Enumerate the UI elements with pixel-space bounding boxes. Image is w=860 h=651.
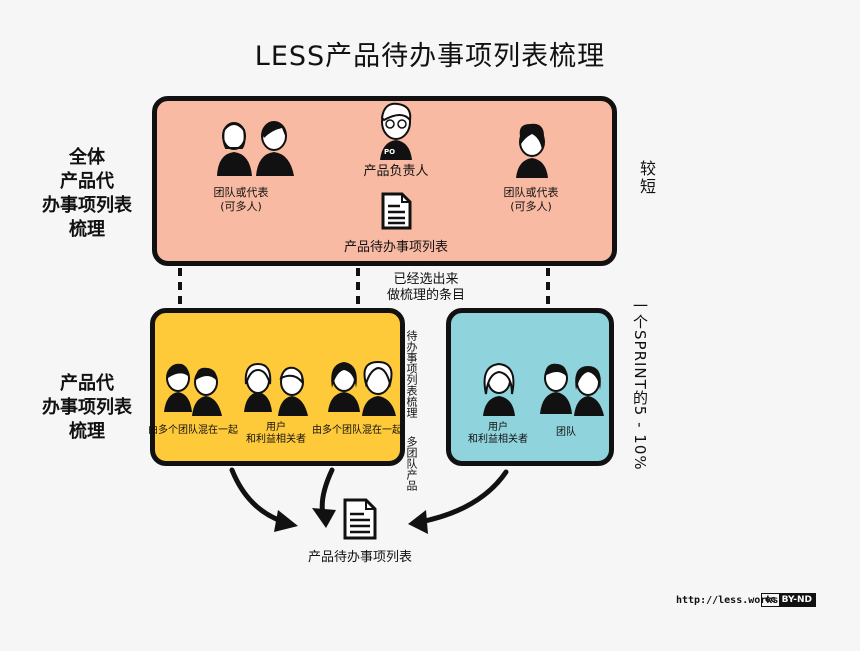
label-line: 和利益相关者 — [468, 434, 528, 445]
team-rep-left-label: 团队或代表 (可多人) — [196, 186, 286, 214]
label-line: 梳理 — [69, 219, 105, 240]
teal-users-label: 用户 和利益相关者 — [458, 422, 538, 446]
short-label: 较短 — [637, 160, 656, 196]
label-line: 办事项列表 — [42, 397, 132, 418]
diagram-title: LESS产品待办事项列表梳理 — [254, 41, 606, 72]
cc-icon: cc — [765, 595, 776, 605]
selected-items-note: 已经选出来 做梳理的条目 — [376, 272, 476, 304]
note-line: 待办事项列表梳理 — [405, 330, 418, 418]
backlog-document-icon — [381, 192, 412, 230]
team-refinement-label: 产品代 办事项列表 梳理 — [28, 372, 146, 444]
label-line: 用户 — [266, 422, 286, 433]
label-line: 全体 — [69, 147, 105, 168]
label-line: 梳理 — [69, 421, 105, 442]
label-line: 产品代 — [60, 373, 114, 394]
footer-url[interactable]: http://less.works — [676, 595, 779, 606]
teal-team-icon — [540, 363, 604, 416]
bottom-backlog-document-icon — [343, 498, 377, 540]
license-badge: cc BY-ND — [761, 593, 816, 607]
mixed-team-left-icon — [164, 363, 222, 416]
product-owner-label: 产品负责人 — [363, 164, 429, 179]
label-line: 产品代 — [60, 171, 114, 192]
multi-team-refinement-box — [150, 308, 405, 466]
teal-team-label: 团队 — [556, 427, 576, 438]
label-line: (可多人) — [510, 200, 552, 213]
mixed-team-right-icon — [328, 360, 396, 416]
label-line: 办事项列表 — [42, 195, 132, 216]
note-line: 做梳理的条目 — [386, 288, 465, 303]
team-people-icon — [217, 121, 294, 176]
backlog-label-top: 产品待办事项列表 — [343, 240, 448, 255]
whole-refinement-label: 全体 产品代 办事项列表 梳理 — [28, 146, 146, 242]
mixed-team-right-label: 由多个团队混在一起 — [312, 425, 402, 436]
label-line: 和利益相关者 — [246, 434, 306, 445]
label-line: 团队或代表 — [503, 186, 559, 199]
label-line: 用户 — [488, 422, 508, 433]
sprint-percentage-label: 一个SPRINT的5 - 10% — [631, 298, 649, 471]
yellow-users-label: 用户 和利益相关者 — [236, 422, 316, 446]
note-line: 已经选出来 — [393, 272, 459, 287]
teal-users-icon — [483, 362, 515, 416]
label-line: (可多人) — [220, 200, 262, 213]
mixed-team-left-label: 由多个团队混在一起 — [148, 425, 238, 436]
label-line: 团队或代表 — [213, 186, 269, 199]
users-stakeholders-icon — [244, 362, 308, 416]
bottom-backlog-label: 产品待办事项列表 — [307, 550, 412, 565]
team-rep-right-icon — [516, 123, 548, 178]
multi-team-vertical-note: 多团队产品 待办事项列表梳理 — [404, 330, 418, 491]
po-badge: PO — [384, 148, 396, 156]
note-line: 多团队产品 — [405, 436, 418, 491]
license-text: BY-ND — [778, 594, 815, 606]
product-owner-icon — [380, 102, 412, 160]
team-rep-right-label: 团队或代表 (可多人) — [486, 186, 576, 214]
